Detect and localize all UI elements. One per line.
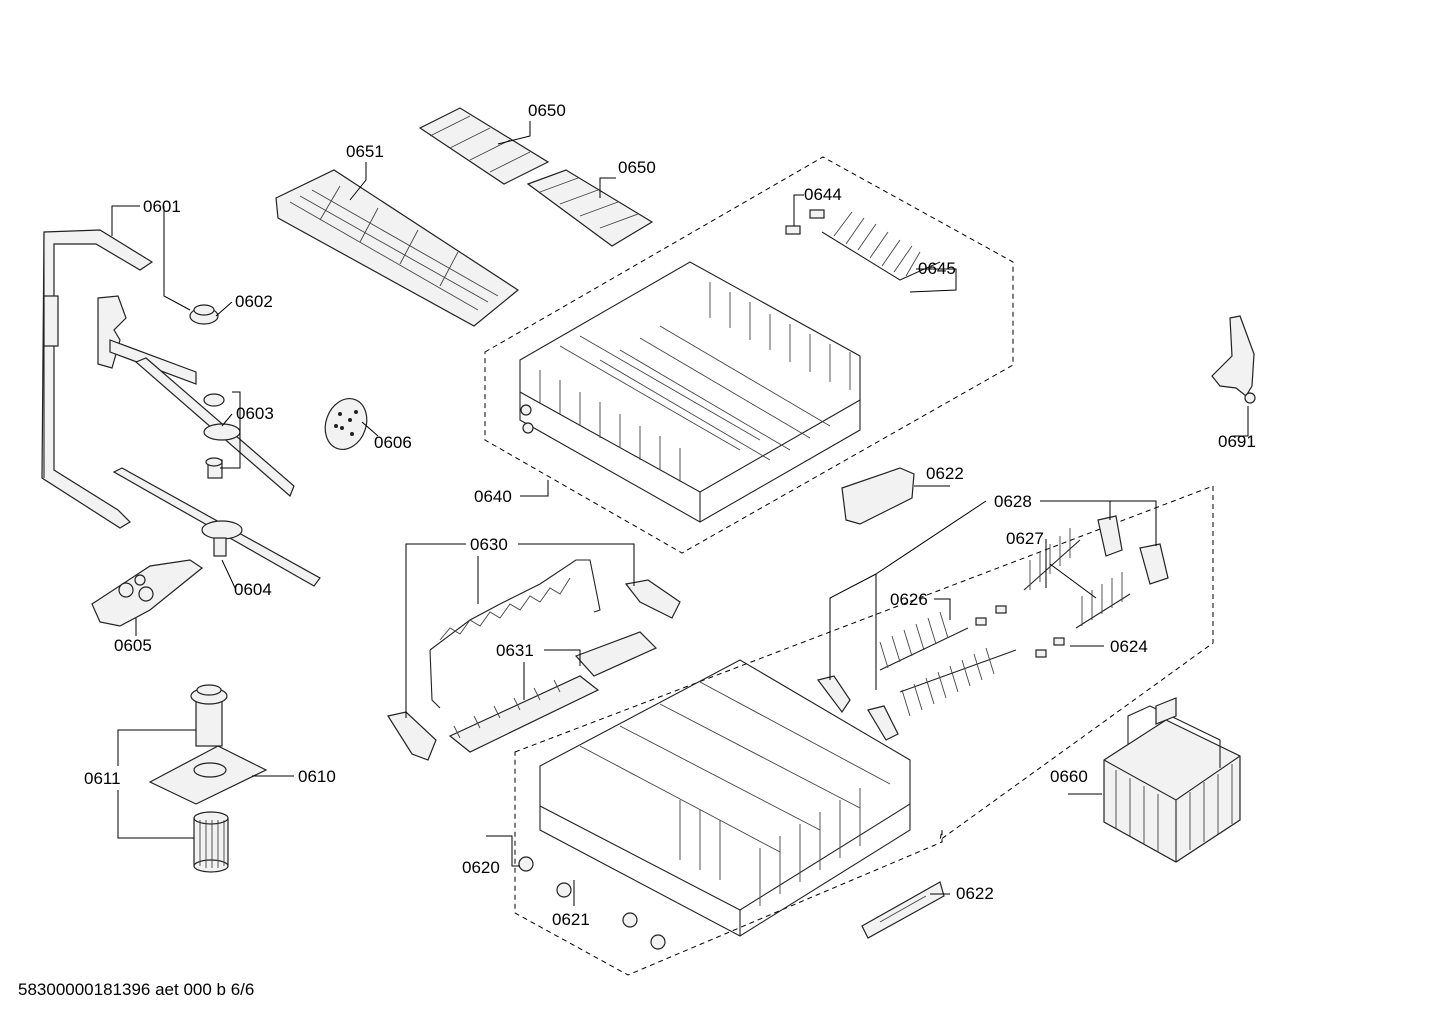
label-0603: 0603	[236, 404, 274, 423]
filter-cylinder-0611	[190, 684, 228, 747]
label-0624: 0624	[1110, 637, 1148, 656]
insert-rack-0650-lower	[526, 169, 654, 247]
insert-rack-0650-upper	[418, 107, 550, 185]
lower-spray-arm-0604	[112, 467, 321, 587]
label-0628: 0628	[994, 492, 1032, 511]
handle-0622-upper	[841, 467, 915, 525]
label-0605: 0605	[114, 636, 152, 655]
insert-0631	[448, 631, 658, 753]
label-0650-lower: 0650	[618, 158, 656, 177]
bracket-0630-right	[624, 579, 681, 619]
label-0601: 0601	[143, 197, 181, 216]
tine-row-0626	[879, 611, 1017, 717]
label-0660: 0660	[1050, 767, 1088, 786]
label-0610: 0610	[298, 767, 336, 786]
document-id-footer: 58300000181396 aet 000 b 6/6	[18, 980, 255, 999]
upper-spray-arm-holder	[97, 295, 197, 385]
label-0602: 0602	[235, 292, 273, 311]
label-0627: 0627	[1006, 529, 1044, 548]
upper-spray-arm-0603	[134, 357, 295, 498]
label-0644: 0644	[804, 185, 842, 204]
handle-0622-lower	[861, 881, 945, 939]
upper-basket-0640	[519, 261, 861, 523]
label-0651: 0651	[346, 142, 384, 161]
label-0611: 0611	[84, 769, 121, 788]
label-0604: 0604	[234, 580, 272, 599]
leader-lines	[111, 121, 1249, 906]
label-0622-upper: 0622	[926, 464, 964, 483]
label-0645: 0645	[918, 259, 956, 278]
guide-0691	[1211, 315, 1256, 404]
label-0621: 0621	[552, 910, 590, 929]
upper-basket-group-boundary	[484, 156, 1014, 554]
clip-0644	[785, 209, 825, 235]
label-0650-upper: 0650	[528, 101, 566, 120]
label-0631: 0631	[496, 641, 534, 660]
lower-basket-group-boundary	[514, 485, 1214, 976]
lower-basket-0620	[539, 659, 911, 937]
spray-arm-supply-pipe	[41, 229, 154, 529]
sieve-cover-0605	[91, 559, 204, 627]
fine-filter-0611	[193, 811, 229, 873]
label-0620: 0620	[462, 858, 500, 877]
label-0691: 0691	[1218, 432, 1256, 451]
cup-rack-0651	[275, 169, 520, 327]
bracket-0630-left	[387, 711, 437, 761]
holders-0628-basket	[816, 675, 899, 741]
label-0606: 0606	[374, 433, 412, 452]
tine-row-0627	[1023, 528, 1131, 629]
label-0622-lower: 0622	[956, 884, 994, 903]
wire-arm-0630	[429, 559, 601, 709]
clips-0624	[975, 605, 1065, 658]
label-0640: 0640	[474, 487, 512, 506]
wheels-0621	[518, 856, 666, 950]
tine-row-0645	[821, 211, 941, 281]
filter-plate-0610	[148, 745, 268, 805]
aerosol-disc-0606	[324, 398, 368, 450]
cutlery-basket-0660	[1103, 697, 1241, 863]
label-0630: 0630	[470, 535, 508, 554]
spray-arm-nut-0602	[189, 304, 219, 325]
label-0626: 0626	[890, 590, 928, 609]
folding-tine-holder-0628	[1097, 515, 1169, 585]
